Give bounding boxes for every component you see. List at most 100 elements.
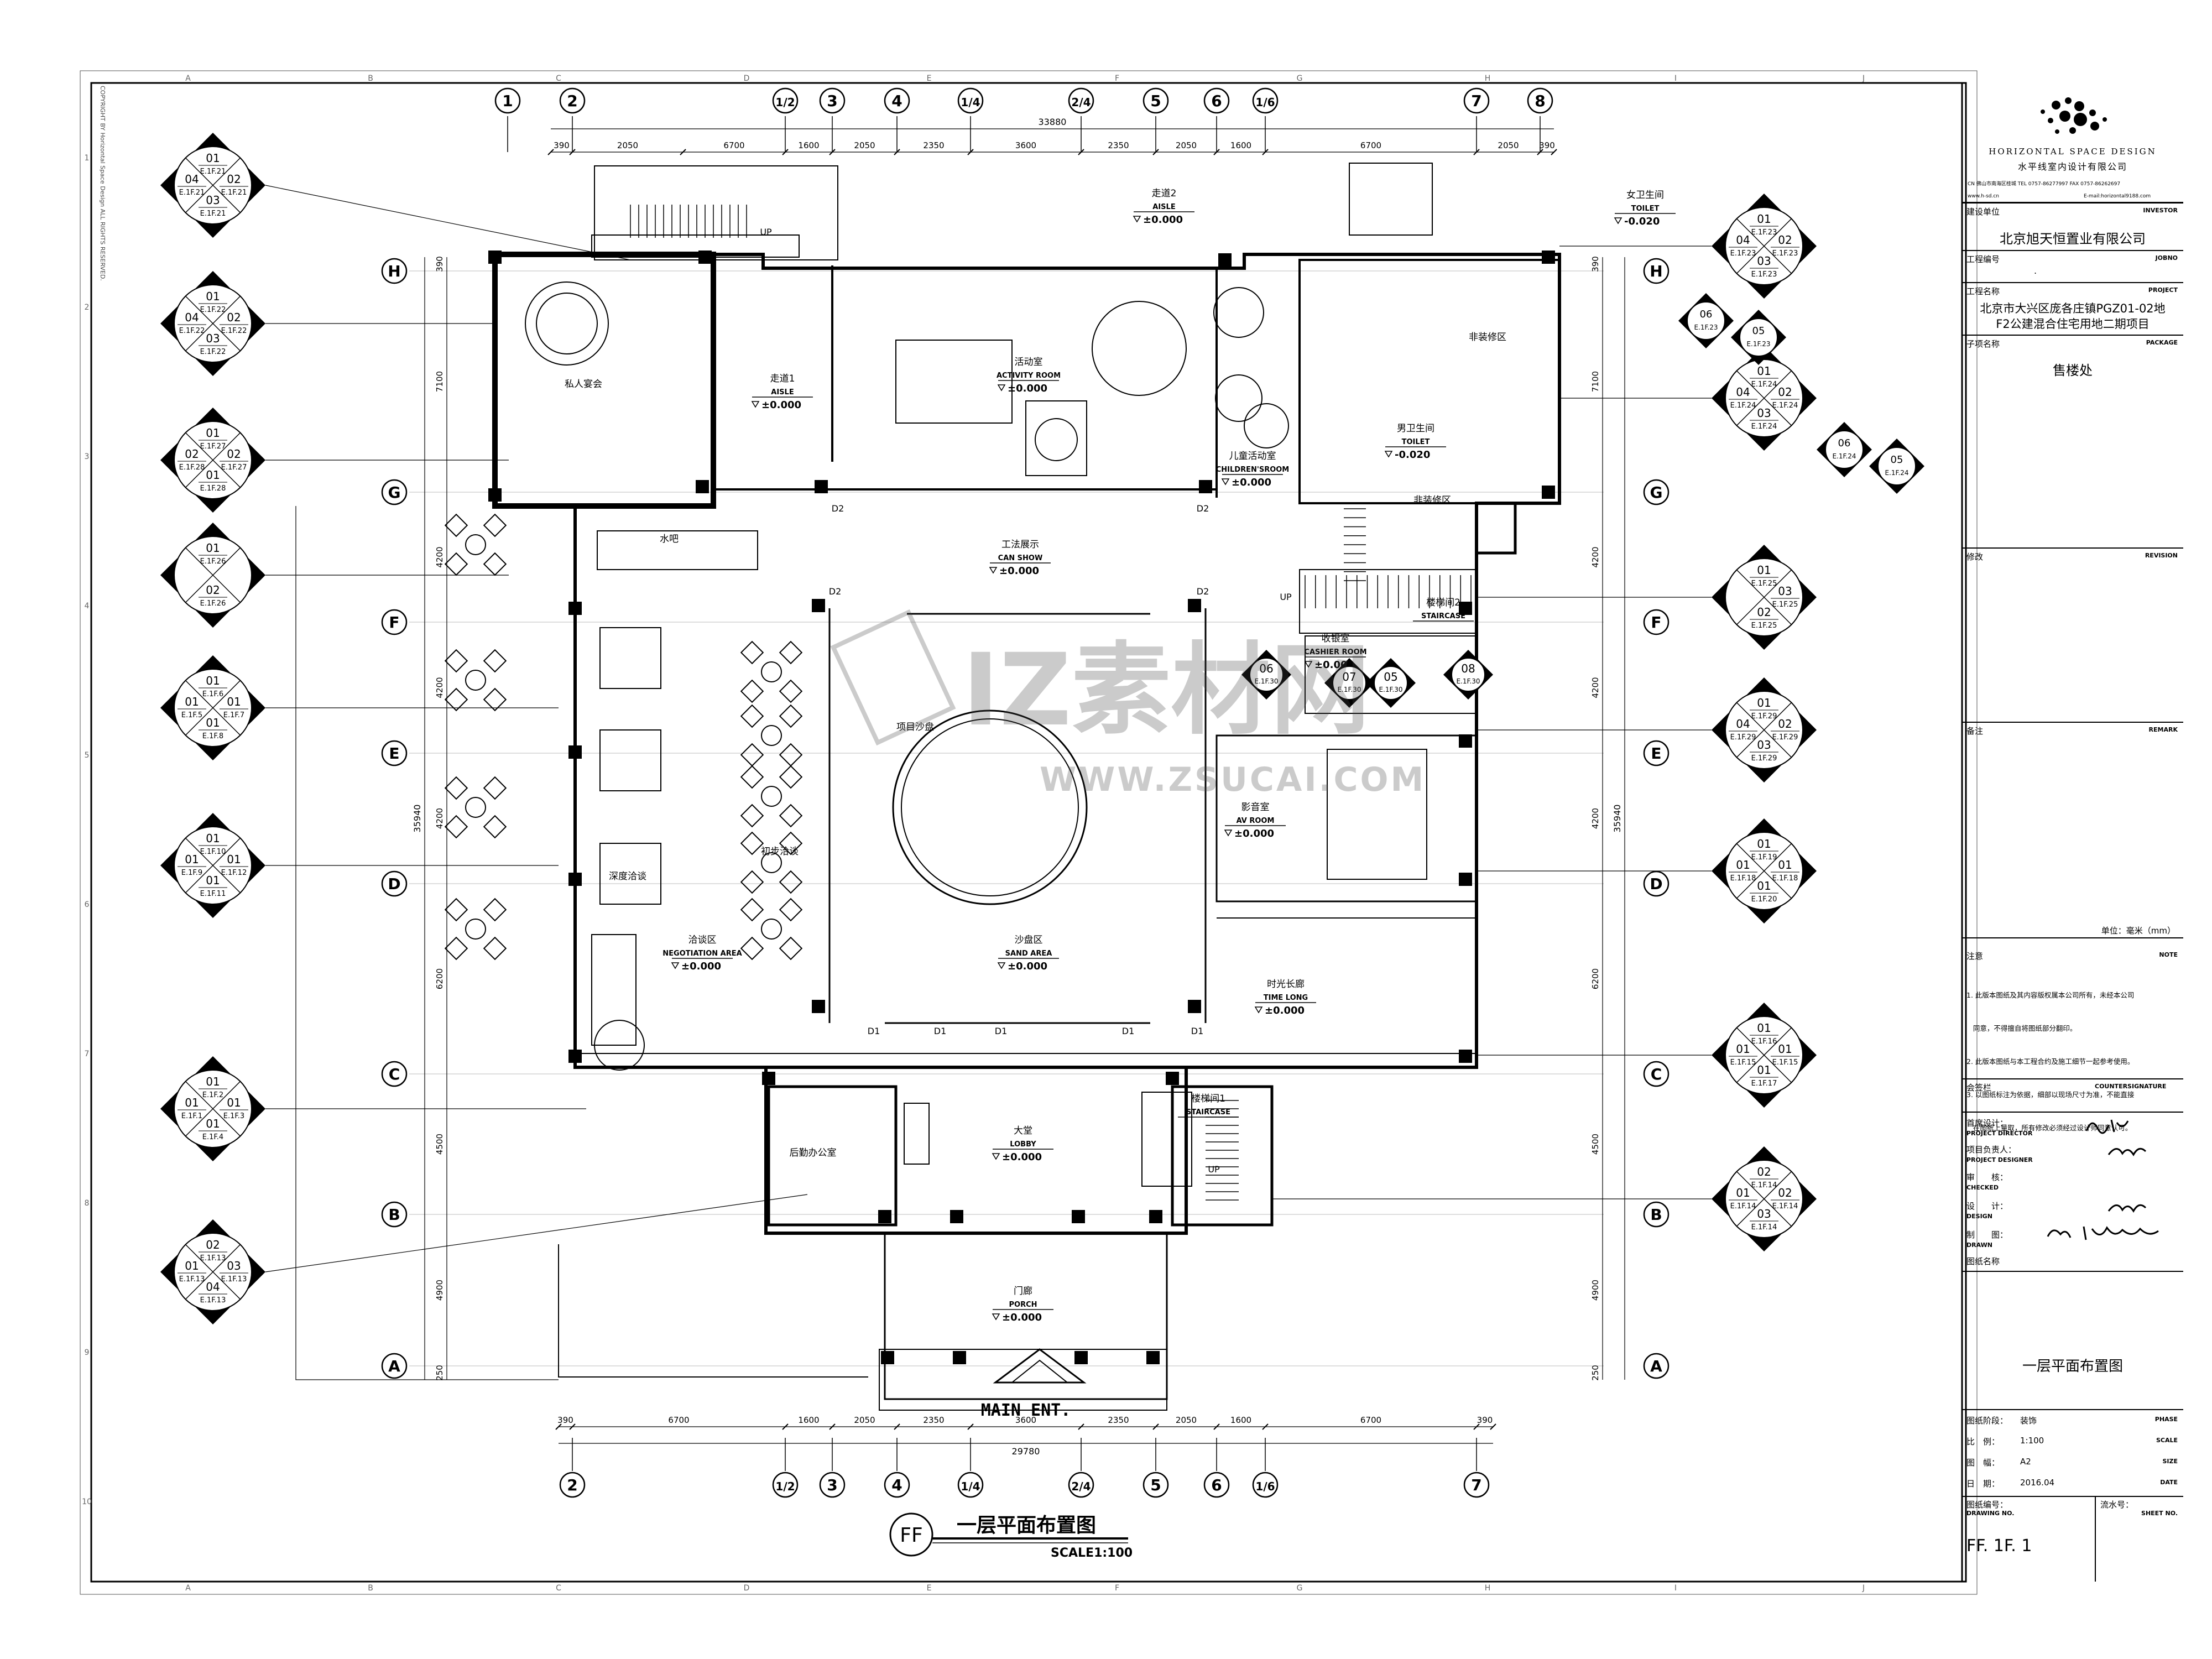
- grid-label-left: B: [388, 1206, 400, 1224]
- plan-tag: UP: [1208, 1164, 1220, 1175]
- plan-tag: D2: [1197, 503, 1209, 514]
- inner-marker-circle: [1374, 666, 1408, 700]
- room-name-en: AISLE: [1152, 203, 1175, 211]
- lounge-chair: [779, 831, 803, 855]
- elevation-sheet-ref: E.1F.29: [1730, 733, 1756, 742]
- room-labels: 私人宴会走道1AISLE±0.000活动室ACTIVITY ROOM±0.000…: [565, 188, 1676, 1323]
- dimension-text: 390: [557, 1415, 573, 1425]
- room-name: 非装修区: [1469, 332, 1506, 343]
- pair-marker-number: 05: [1752, 325, 1765, 337]
- date-value: 2016.04: [2020, 1478, 2055, 1488]
- grid-bubble-right: [1643, 258, 1670, 284]
- elevation-number: 01: [206, 152, 220, 165]
- frame-row-label: 7: [85, 1050, 90, 1058]
- grid-label-bottom: 1/2: [775, 1480, 795, 1493]
- elevation-number: 01: [1757, 696, 1771, 709]
- room-name: 私人宴会: [565, 379, 602, 390]
- elevation-sheet-ref: E.1F.5: [181, 711, 202, 719]
- elevation-number: 04: [185, 311, 199, 324]
- room-name-en: ACTIVITY ROOM: [997, 372, 1061, 380]
- structural-column: [1072, 1210, 1085, 1223]
- note-line: 2. 此版本图纸与本工程合约及施工细节一起参考使用。: [1966, 1057, 2135, 1066]
- structural-column: [812, 599, 825, 612]
- pair-marker-circle: [1687, 301, 1725, 340]
- lounge-table: [761, 852, 782, 873]
- grid-label-bottom: 1/4: [961, 1480, 980, 1493]
- grid-bubble-bottom: [1203, 1472, 1230, 1498]
- elevation-sheet-ref: E.1F.23: [1772, 249, 1798, 258]
- grid-label-top: 8: [1535, 92, 1545, 110]
- lounge-chair: [444, 815, 468, 839]
- grid-bubble-top: [559, 87, 586, 114]
- furniture: [525, 281, 1427, 1187]
- frame-col-label: J: [1862, 1584, 1865, 1593]
- elevation-sheet-ref: E.1F.21: [221, 189, 247, 197]
- grid-label-left: H: [388, 262, 400, 280]
- room-name-en: CASHIER ROOM: [1304, 648, 1366, 656]
- drawing-no-label: 图纸编号：: [1966, 1500, 2008, 1510]
- watermark-text: IZ素材网: [962, 633, 1370, 748]
- grid-bubble-right: [1643, 1061, 1670, 1087]
- lounge-chair: [444, 898, 468, 922]
- grid-label-left: A: [388, 1357, 400, 1375]
- frame-row-label: 9: [85, 1348, 90, 1357]
- scale-label: 比 例：: [1966, 1437, 2000, 1447]
- main-entrance-label: MAIN ENT.: [981, 1401, 1071, 1420]
- room-name-en: TOILET: [1402, 438, 1430, 446]
- structural-column: [488, 488, 502, 502]
- grid-bubble-right: [1643, 1353, 1670, 1379]
- phase-label: 图纸阶段：: [1966, 1416, 2008, 1426]
- inner-marker-number: 08: [1461, 662, 1475, 675]
- room-level: -0.020: [1395, 449, 1430, 461]
- drawing-callout-code: FF: [900, 1524, 922, 1547]
- structural-column: [1218, 253, 1232, 267]
- frame-row-label: 4: [85, 602, 90, 611]
- structural-column: [762, 1072, 775, 1085]
- structural-column: [815, 480, 828, 493]
- structural-column: [568, 873, 582, 886]
- dimension-tick: [1078, 1423, 1084, 1430]
- elevation-marker-divider: [1736, 702, 1792, 758]
- pair-marker-ref: E.1F.24: [1832, 452, 1856, 460]
- drawing-no-value: FF. 1F. 1: [1966, 1536, 2032, 1556]
- leader-line: [295, 506, 559, 1380]
- overall-dimension-side: 35940: [412, 805, 422, 833]
- lounge-seating: [444, 513, 803, 961]
- grid-label-top: 2: [567, 92, 577, 110]
- structural-column: [1166, 1072, 1179, 1085]
- structural-column: [1199, 480, 1212, 493]
- elevation-marker-divider: [185, 680, 241, 736]
- structural-column: [878, 1210, 891, 1223]
- elevation-sheet-ref: E.1F.10: [200, 848, 226, 856]
- elevation-sheet-ref: E.1F.1: [181, 1112, 202, 1120]
- elevation-sheet-ref: E.1F.8: [202, 732, 223, 740]
- dimension-tick: [1213, 149, 1220, 155]
- dimension-text: 2350: [1108, 140, 1129, 150]
- sofa-group: [599, 843, 661, 905]
- building-walls: [492, 163, 1561, 1411]
- elevation-number: 01: [206, 674, 220, 687]
- level-symbol: [751, 401, 760, 408]
- dimension-tick: [555, 1423, 562, 1430]
- dimension-tick: [1213, 1423, 1220, 1430]
- frame-col-label: C: [556, 1584, 561, 1593]
- elevation-sheet-ref: E.1F.27: [221, 463, 247, 472]
- grid-bubble-top: [1142, 87, 1169, 114]
- room-level: ±0.000: [1232, 477, 1271, 488]
- dimension-tick: [1537, 149, 1543, 155]
- elevation-number: 01: [1778, 1042, 1792, 1056]
- frame-col-label: I: [1674, 74, 1677, 83]
- grid-label-right: E: [1651, 744, 1661, 763]
- frame-row-label: 2: [85, 303, 90, 312]
- room-level: ±0.000: [1143, 214, 1183, 226]
- grid-bubble-right: [1643, 1201, 1670, 1228]
- frame-col-label: G: [1297, 74, 1303, 83]
- elevation-sheet-ref: E.1F.4: [202, 1133, 223, 1141]
- lounge-chair: [483, 776, 507, 800]
- drawn-label-en: DRAWN: [1966, 1241, 1992, 1249]
- lounge-chair: [483, 898, 507, 922]
- drawing-scale: SCALE1:100: [1051, 1546, 1133, 1560]
- elevation-number: 01: [227, 853, 241, 866]
